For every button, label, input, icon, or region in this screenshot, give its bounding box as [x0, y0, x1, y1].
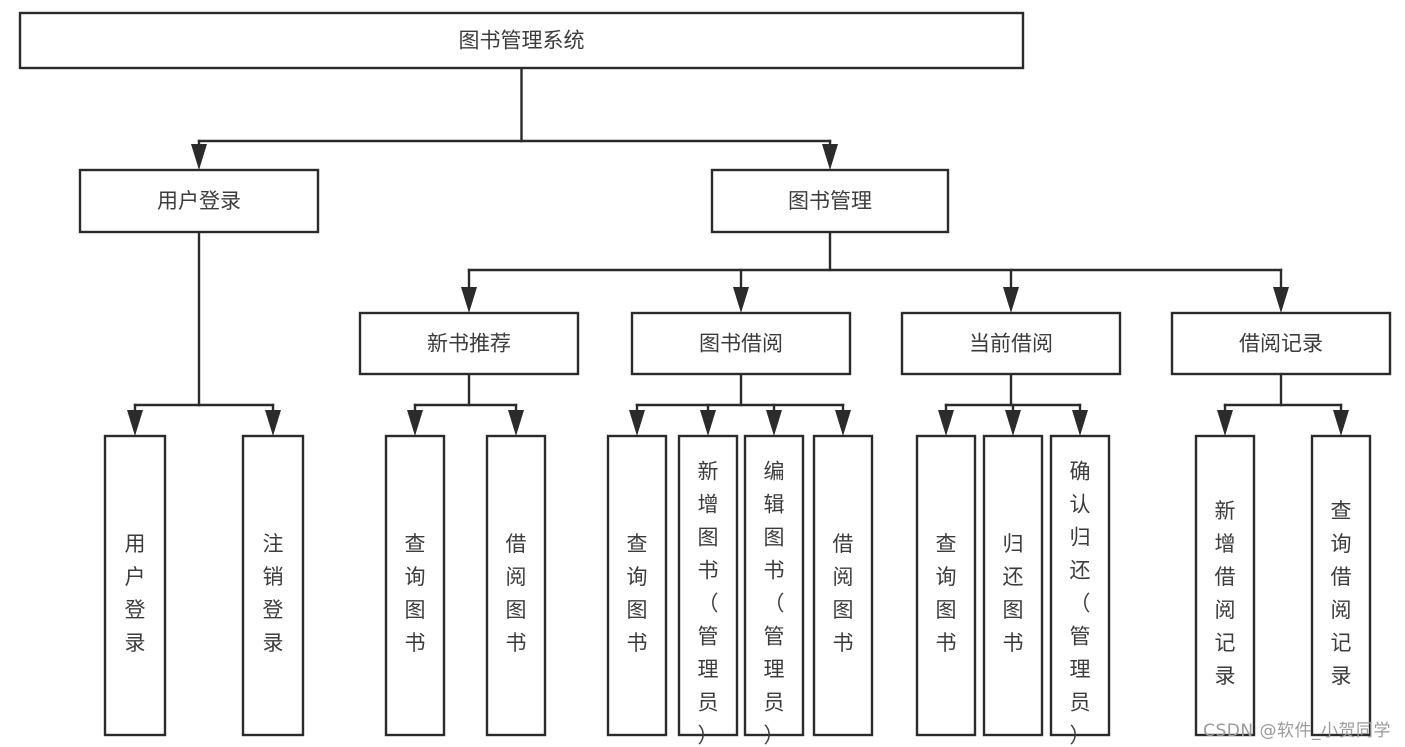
node-box[interactable]	[982, 434, 1044, 737]
node-bookmgmt[interactable]: 图书管理	[710, 168, 950, 234]
node-leaf-bor-1[interactable]: 查询图书	[606, 434, 668, 737]
connector-arrowhead-icon	[822, 144, 838, 170]
connector-arrowhead-icon	[265, 410, 281, 436]
connector-group	[127, 230, 281, 436]
connector-arrowhead-icon	[766, 410, 782, 436]
node-leaf-bor-2[interactable]: 新增图书（管理员）	[677, 434, 739, 747]
connector-group	[629, 372, 851, 436]
node-box[interactable]	[900, 311, 1122, 376]
node-label: 用户登录	[157, 189, 241, 213]
node-leaf-rec-1[interactable]: 新增借阅记录	[1194, 434, 1256, 737]
connector-arrowhead-icon	[1273, 287, 1289, 313]
node-box[interactable]	[606, 434, 668, 737]
node-leaf-login-1[interactable]: 用户登录	[103, 434, 167, 737]
node-leaf-cur-1[interactable]: 查询图书	[915, 434, 977, 737]
node-box[interactable]	[915, 434, 977, 737]
node-box[interactable]	[710, 168, 950, 234]
node-label: 新增借阅记录	[1215, 499, 1236, 688]
node-leaf-cur-3[interactable]: 确认归还（管理员）	[1049, 434, 1111, 747]
node-label: 查询图书	[936, 532, 957, 655]
node-current[interactable]: 当前借阅	[900, 311, 1122, 376]
connector-layer	[127, 66, 1349, 436]
node-leaf-cur-2[interactable]: 归还图书	[982, 434, 1044, 737]
node-label: 图书借阅	[699, 332, 783, 356]
node-leaf-new-2[interactable]: 借阅图书	[485, 434, 547, 737]
node-box[interactable]	[103, 434, 167, 737]
node-box[interactable]	[1194, 434, 1256, 737]
connector-arrowhead-icon	[1005, 410, 1021, 436]
connector-group	[938, 372, 1088, 436]
node-label: 确认归还（管理员）	[1070, 459, 1091, 747]
node-box[interactable]	[358, 311, 580, 376]
node-box[interactable]	[743, 434, 805, 737]
node-box[interactable]	[1049, 434, 1111, 737]
node-box[interactable]	[630, 311, 852, 376]
node-label: 查询借阅记录	[1331, 499, 1352, 688]
node-label: 归还图书	[1003, 532, 1024, 655]
connector-arrowhead-icon	[938, 410, 954, 436]
node-leaf-bor-4[interactable]: 借阅图书	[812, 434, 874, 737]
csdn-watermark: CSDN @软件_小贺同学	[1203, 721, 1391, 741]
node-label: 新书推荐	[427, 332, 511, 356]
node-label: 新增图书（管理员）	[698, 459, 719, 747]
connector-group	[461, 230, 1289, 313]
node-leaf-new-1[interactable]: 查询图书	[384, 434, 446, 737]
connector-arrowhead-icon	[407, 410, 423, 436]
node-leaf-bor-3[interactable]: 编辑图书（管理员）	[743, 434, 805, 747]
node-box[interactable]	[812, 434, 874, 737]
node-label: 借阅记录	[1239, 332, 1323, 356]
connector-arrowhead-icon	[1333, 410, 1349, 436]
node-label: 借阅图书	[506, 532, 527, 655]
node-box[interactable]	[1310, 434, 1372, 737]
node-label: 图书管理系统	[459, 29, 585, 53]
node-label: 借阅图书	[833, 532, 854, 655]
connector-arrowhead-icon	[127, 410, 143, 436]
node-root[interactable]: 图书管理系统	[18, 11, 1025, 70]
connector-group	[407, 372, 524, 436]
node-label: 查询图书	[405, 532, 426, 655]
connector-arrowhead-icon	[1003, 287, 1019, 313]
connector-arrowhead-icon	[1217, 410, 1233, 436]
node-label: 当前借阅	[969, 332, 1053, 356]
connector-arrowhead-icon	[629, 410, 645, 436]
node-label: 编辑图书（管理员）	[764, 459, 785, 747]
node-newbook[interactable]: 新书推荐	[358, 311, 580, 376]
node-label: 查询图书	[627, 532, 648, 655]
node-label: 用户登录	[125, 532, 146, 655]
node-box[interactable]	[485, 434, 547, 737]
connector-arrowhead-icon	[700, 410, 716, 436]
node-box[interactable]	[18, 11, 1025, 70]
connector-arrowhead-icon	[508, 410, 524, 436]
node-layer: 图书管理系统用户登录图书管理新书推荐图书借阅当前借阅借阅记录用户登录注销登录查询…	[18, 11, 1392, 747]
node-leaf-rec-2[interactable]: 查询借阅记录	[1310, 434, 1372, 737]
node-login[interactable]: 用户登录	[78, 168, 320, 234]
connector-arrowhead-icon	[191, 144, 207, 170]
node-leaf-login-2[interactable]: 注销登录	[241, 434, 305, 737]
node-records[interactable]: 借阅记录	[1170, 311, 1392, 376]
node-box[interactable]	[384, 434, 446, 737]
node-borrow[interactable]: 图书借阅	[630, 311, 852, 376]
connector-group	[191, 66, 838, 170]
connector-arrowhead-icon	[461, 287, 477, 313]
node-box[interactable]	[241, 434, 305, 737]
connector-arrowhead-icon	[733, 287, 749, 313]
node-box[interactable]	[78, 168, 320, 234]
node-box[interactable]	[1170, 311, 1392, 376]
connector-arrowhead-icon	[1072, 410, 1088, 436]
node-label: 图书管理	[788, 189, 872, 213]
node-label: 注销登录	[263, 532, 284, 655]
node-box[interactable]	[677, 434, 739, 737]
connector-arrowhead-icon	[835, 410, 851, 436]
connector-group	[1217, 372, 1349, 436]
